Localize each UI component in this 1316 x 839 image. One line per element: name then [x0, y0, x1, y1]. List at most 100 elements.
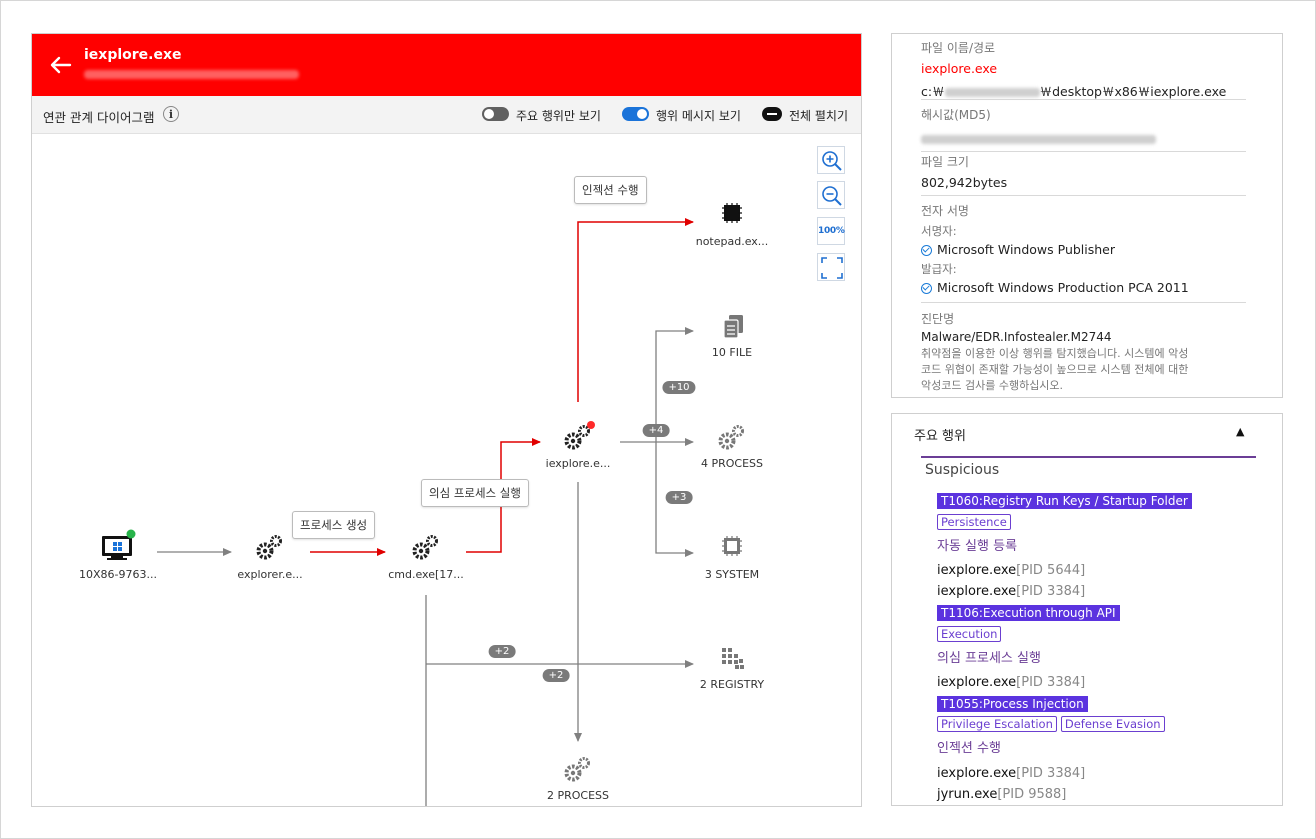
- toggle-main-only[interactable]: [482, 107, 509, 121]
- zoom-in-button[interactable]: [817, 146, 845, 174]
- diagnosis-description: 취약점을 이용한 이상 행위를 탐지했습니다. 시스템에 악성 코드 위협이 존…: [921, 346, 1246, 394]
- node-process4-label: 4 PROCESS: [700, 457, 764, 470]
- diagnosis-label: 진단명: [921, 312, 955, 326]
- badge-process[interactable]: +4: [642, 424, 670, 437]
- diagnosis-value: Malware/EDR.Infostealer.M2744: [921, 330, 1112, 344]
- file-path: c:￦ ￦desktop￦x86￦iexplore.exe: [921, 81, 1246, 100]
- size-section: 파일 크기 802,942bytes: [921, 153, 1246, 196]
- fit-screen-button[interactable]: [817, 253, 845, 281]
- zoom-reset-button[interactable]: 100%: [817, 217, 845, 245]
- node-explorer-label: explorer.e...: [237, 568, 303, 581]
- edge-iexplore-notepad: [577, 218, 694, 402]
- file-name-value: iexplore.exe: [921, 61, 998, 76]
- badge-system[interactable]: +3: [665, 491, 693, 504]
- process-pid: [PID 9588]: [997, 787, 1067, 802]
- bubble-injection: 인젝션 수행: [574, 176, 647, 204]
- node-host-label: 10X86-9763...: [79, 568, 157, 581]
- technique-t1055[interactable]: T1055:Process Injection: [937, 693, 1088, 712]
- badge-file[interactable]: +10: [662, 381, 696, 394]
- toggle-messages[interactable]: [622, 107, 649, 121]
- file-name-label: 파일 이름/경로: [921, 41, 996, 55]
- back-arrow-icon[interactable]: [48, 52, 74, 78]
- toggle-messages-label: 행위 메시지 보기: [656, 109, 741, 123]
- toggle-knob: [637, 109, 647, 119]
- tactic-tag[interactable]: Privilege Escalation: [937, 716, 1057, 732]
- file-icon[interactable]: [723, 315, 743, 339]
- behaviors-panel[interactable]: 주요 행위 ▲ Suspicious T1060:Registry Run Ke…: [891, 413, 1283, 806]
- node-registry-label: 2 REGISTRY: [699, 678, 765, 691]
- process-name: iexplore.exe: [937, 675, 1017, 690]
- monitor-icon[interactable]: [102, 529, 136, 561]
- tactic-row: Persistence: [937, 511, 1015, 530]
- zoom-out-icon: [822, 186, 842, 206]
- tactic-row: Execution: [937, 623, 1005, 642]
- minus-icon: [767, 113, 777, 115]
- process-pid: [PID 3384]: [1016, 584, 1086, 599]
- process-row[interactable]: jyrun.exe[PID 9588]: [937, 783, 1066, 802]
- technique-label: T1060:Registry Run Keys / Startup Folder: [937, 493, 1192, 509]
- header-title: iexplore.exe: [84, 47, 182, 63]
- diagram-canvas[interactable]: 100% 10X86-9763... explorer.e... cmd.exe…: [32, 134, 861, 806]
- hash-section: 해시값(MD5): [921, 106, 1246, 152]
- badge-registry[interactable]: +2: [488, 645, 516, 658]
- process-row[interactable]: iexplore.exe[PID 5644]: [937, 559, 1085, 578]
- chip-icon-system[interactable]: [722, 536, 742, 556]
- registry-icon[interactable]: [722, 648, 744, 669]
- fullscreen-icon: [821, 257, 843, 279]
- toggle-expand-all-label: 전체 펼치기: [789, 109, 849, 123]
- size-value: 802,942bytes: [921, 175, 1008, 190]
- gear-icon-explorer[interactable]: [256, 535, 282, 560]
- technique-t1060[interactable]: T1060:Registry Run Keys / Startup Folder: [937, 490, 1192, 509]
- technique-t1106[interactable]: T1106:Execution through API: [937, 602, 1120, 621]
- behavior-section-title: Suspicious: [925, 462, 1000, 478]
- process-pid: [PID 3384]: [1016, 766, 1086, 781]
- info-icon[interactable]: i: [163, 106, 179, 122]
- behaviors-divider: [921, 456, 1256, 458]
- process-row[interactable]: iexplore.exe[PID 3384]: [937, 671, 1085, 690]
- tactic-tag[interactable]: Persistence: [937, 514, 1011, 530]
- toggle-expand-all[interactable]: [762, 107, 782, 121]
- process-name: iexplore.exe: [937, 563, 1017, 578]
- issuer-value: Microsoft Windows Production PCA 2011: [937, 280, 1189, 295]
- verified-check-icon: [921, 283, 932, 294]
- diagram-toolbar: 연관 관계 다이어그램 i 주요 행위만 보기 행위 메시지 보기 전체 펼치기: [32, 96, 861, 134]
- process-row[interactable]: iexplore.exe[PID 3384]: [937, 762, 1085, 781]
- detail-header: iexplore.exe: [32, 34, 861, 96]
- zoom-out-button[interactable]: [817, 181, 845, 209]
- chip-icon-notepad[interactable]: [722, 203, 742, 223]
- gear-icon-iexplore[interactable]: [564, 421, 596, 450]
- file-path-suffix: ￦desktop￦x86￦iexplore.exe: [1039, 84, 1227, 99]
- graph-edges: [102, 203, 744, 806]
- process-pid: [PID 5644]: [1016, 563, 1086, 578]
- diagnosis-desc-line: 악성코드 검사를 수행하십시오.: [921, 379, 1064, 392]
- collapse-caret-icon[interactable]: ▲: [1236, 425, 1245, 438]
- tactic-tag[interactable]: Execution: [937, 626, 1002, 642]
- gear-icon-process4[interactable]: [718, 425, 744, 450]
- file-name-section: 파일 이름/경로 iexplore.exe c:￦ ￦desktop￦x86￦ie…: [921, 39, 1246, 100]
- edge-iexplore-file: [655, 327, 694, 442]
- badge-process2[interactable]: +2: [542, 669, 570, 682]
- process-name: iexplore.exe: [937, 584, 1017, 599]
- signature-label: 전자 서명: [921, 204, 969, 218]
- process-row[interactable]: iexplore.exe[PID 3384]: [937, 580, 1085, 599]
- process-pid: [PID 3384]: [1016, 675, 1086, 690]
- header-path-redacted: [84, 70, 299, 79]
- diagnosis-desc-line: 코드 위협이 존재할 가능성이 높으므로 시스템 전체에 대한: [921, 363, 1189, 376]
- toggle-main-only-label: 주요 행위만 보기: [516, 109, 601, 123]
- tactic-tag[interactable]: Defense Evasion: [1060, 716, 1165, 732]
- file-info-panel: 파일 이름/경로 iexplore.exe c:￦ ￦desktop￦x86￦ie…: [891, 33, 1283, 398]
- technique-label: T1055:Process Injection: [937, 696, 1088, 712]
- toggle-knob: [484, 109, 494, 119]
- behavior-category: 인젝션 수행: [937, 741, 1001, 756]
- node-process2-label: 2 PROCESS: [546, 789, 610, 802]
- process-name: iexplore.exe: [937, 766, 1017, 781]
- file-path-prefix: c:￦: [921, 84, 945, 99]
- gear-icon-process2[interactable]: [564, 757, 590, 782]
- node-cmd-label: cmd.exe[17...: [388, 568, 464, 581]
- issuer-row: Microsoft Windows Production PCA 2011: [921, 280, 1246, 295]
- edge-iexplore-system: [655, 442, 694, 557]
- file-path-redacted: [944, 88, 1040, 97]
- diagram-panel: iexplore.exe 연관 관계 다이어그램 i 주요 행위만 보기 행위 …: [31, 33, 862, 807]
- gear-icon-cmd[interactable]: [412, 535, 438, 560]
